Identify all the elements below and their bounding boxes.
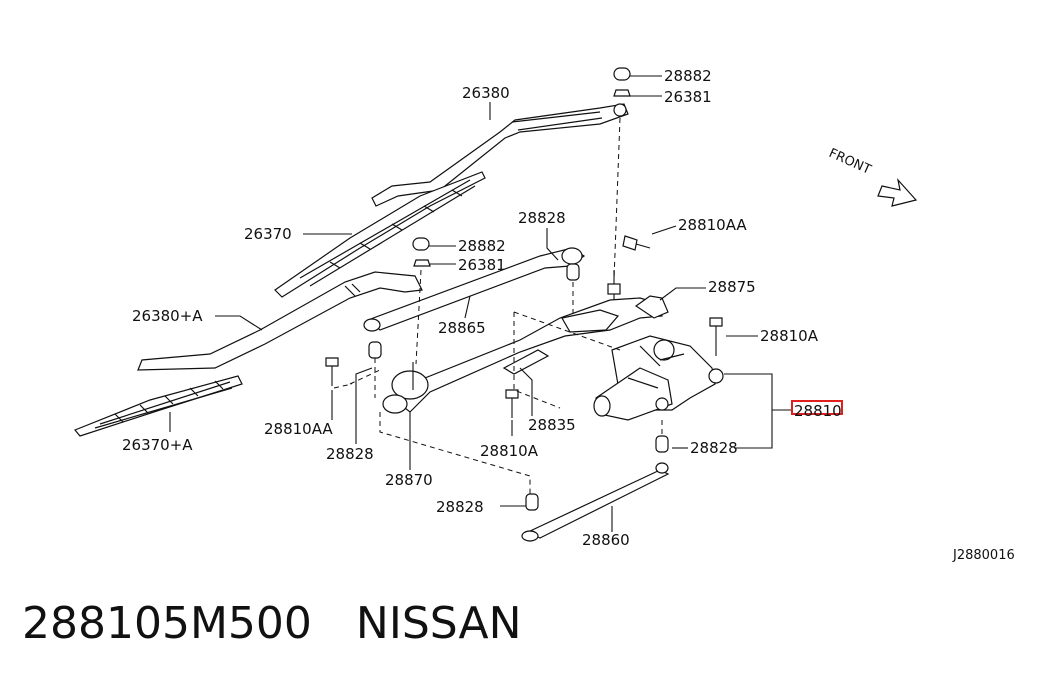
- callout-28860: 28860: [582, 531, 630, 549]
- callout-28828-left: 28828: [326, 445, 374, 463]
- callout-labels: 28882 26381 26380 26370 28828 28882 2638…: [122, 67, 842, 549]
- callout-28875: 28875: [708, 278, 756, 296]
- front-arrow-icon: [877, 177, 918, 207]
- callout-26380-a: 26380+A: [132, 307, 203, 325]
- wiper-blade-26370: [274, 171, 486, 298]
- assembly-dashed-lines: [333, 117, 663, 496]
- link-rod-28865: [363, 247, 586, 332]
- brand-name: NISSAN: [355, 598, 522, 649]
- callout-26381-lower: 26381: [458, 256, 506, 274]
- callout-28828-top: 28828: [518, 209, 566, 227]
- callout-28828-right: 28828: [690, 439, 738, 457]
- part-number: 288105M500: [22, 598, 312, 649]
- grommet-parts: [368, 263, 669, 511]
- callout-28865: 28865: [438, 319, 486, 337]
- callout-28810a-right: 28810A: [760, 327, 819, 345]
- front-label: FRONT: [826, 146, 873, 178]
- pivot-cap-lower: [412, 237, 431, 267]
- callout-26380: 26380: [462, 84, 510, 102]
- callout-26370: 26370: [244, 225, 292, 243]
- callout-28870: 28870: [385, 471, 433, 489]
- wiper-blade-26370-a: [74, 375, 243, 437]
- wiper-parts-diagram: FRONT 28882 26381 26380 26370 28828 2888…: [74, 67, 1015, 563]
- callout-26381-upper: 26381: [664, 88, 712, 106]
- drive-rod-28860: [521, 462, 670, 542]
- callout-28835: 28835: [528, 416, 576, 434]
- part-footer: 288105M500 NISSAN: [22, 598, 522, 649]
- callout-28810a-lower: 28810A: [480, 442, 539, 460]
- diagram-code: J2880016: [952, 548, 1015, 563]
- leader-lines: [169, 75, 792, 532]
- callout-28810aa-left: 28810AA: [264, 420, 333, 438]
- wiper-arm-26380: [371, 103, 629, 207]
- callout-28828-bottom: 28828: [436, 498, 484, 516]
- callout-28810aa-right: 28810AA: [678, 216, 747, 234]
- bolt-parts: [325, 235, 723, 418]
- wiper-linkage-28870: [382, 270, 663, 414]
- callout-28810: 28810: [794, 402, 842, 420]
- bracket-28875: [634, 295, 669, 319]
- pivot-cap-upper: [613, 67, 631, 97]
- callout-28882-lower: 28882: [458, 237, 506, 255]
- callout-28882-upper: 28882: [664, 67, 712, 85]
- highlight-box-28810: [791, 400, 843, 415]
- wiper-arm-26380-a: [137, 271, 423, 371]
- bracket-28835: [502, 349, 550, 375]
- wiper-motor-28810: [593, 335, 724, 421]
- callout-26370-a: 26370+A: [122, 436, 193, 454]
